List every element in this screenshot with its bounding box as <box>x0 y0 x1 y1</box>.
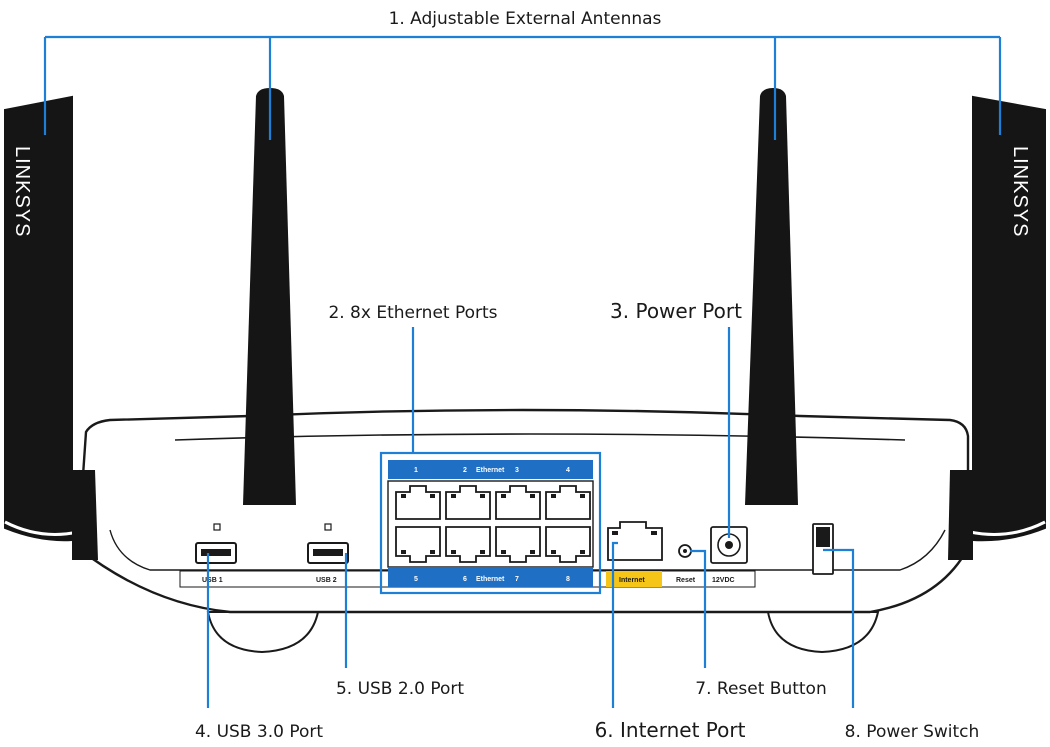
eth-label-bottom: Ethernet <box>476 576 505 583</box>
usb3-callout: 4. USB 3.0 Port <box>195 722 323 742</box>
antennas-callout: 1. Adjustable External Antennas <box>389 9 662 29</box>
ethernet-port-1[interactable] <box>395 485 441 520</box>
usb2-callout: 5. USB 2.0 Port <box>336 679 464 699</box>
right-side-antenna: LINKSYS <box>948 95 1046 560</box>
antennas-leader <box>43 35 1002 140</box>
ethernet-port-8[interactable] <box>545 526 591 563</box>
eth-num-2: 2 <box>463 467 467 474</box>
eth-num-3: 3 <box>515 467 519 474</box>
eth-num-7: 7 <box>515 576 519 583</box>
antenna-right-center <box>745 88 798 505</box>
power-port-callout: 3. Power Port <box>610 299 742 323</box>
eth-num-6: 6 <box>463 576 467 583</box>
usb2-label: USB 2 <box>316 577 337 584</box>
ethernet-block: 1 2 Ethernet 3 4 5 6 Ethernet 7 8 <box>379 451 602 595</box>
ethernet-port-7[interactable] <box>495 526 541 563</box>
brand-logo-right: LINKSYS <box>1009 146 1031 237</box>
usb2-indicator <box>324 523 332 531</box>
right-foot <box>766 611 880 654</box>
left-foot <box>206 611 320 654</box>
ethernet-strip-top <box>388 460 593 479</box>
usb1-label: USB 1 <box>202 577 223 584</box>
usb1-indicator <box>213 523 221 531</box>
internet-port[interactable] <box>607 521 663 561</box>
brand-logo-left: LINKSYS <box>11 146 33 237</box>
ethernet-port-5[interactable] <box>395 526 441 563</box>
ethernet-port-3[interactable] <box>495 485 541 520</box>
eth-num-5: 5 <box>414 576 418 583</box>
ethernet-port-2[interactable] <box>445 485 491 520</box>
internet-leader <box>611 541 618 708</box>
eth-num-4: 4 <box>566 467 570 474</box>
reset-callout: 7. Reset Button <box>695 679 826 699</box>
left-side-antenna: LINKSYS <box>4 95 98 560</box>
ethernet-callout: 2. 8x Ethernet Ports <box>328 303 497 323</box>
antenna-left-center <box>243 88 296 505</box>
power-label: 12VDC <box>712 577 735 584</box>
power-switch-leader <box>823 548 855 708</box>
reset-leader <box>690 549 707 668</box>
ethernet-strip-bottom <box>388 568 593 587</box>
eth-label-top: Ethernet <box>476 467 505 474</box>
eth-num-1: 1 <box>414 467 418 474</box>
internet-label: Internet <box>619 577 645 584</box>
eth-num-8: 8 <box>566 576 570 583</box>
reset-label: Reset <box>676 577 696 584</box>
power-switch-callout: 8. Power Switch <box>845 722 980 742</box>
internet-callout: 6. Internet Port <box>595 718 746 742</box>
internet-tag <box>606 571 662 587</box>
ethernet-port-4[interactable] <box>545 485 591 520</box>
ethernet-port-6[interactable] <box>445 526 491 563</box>
